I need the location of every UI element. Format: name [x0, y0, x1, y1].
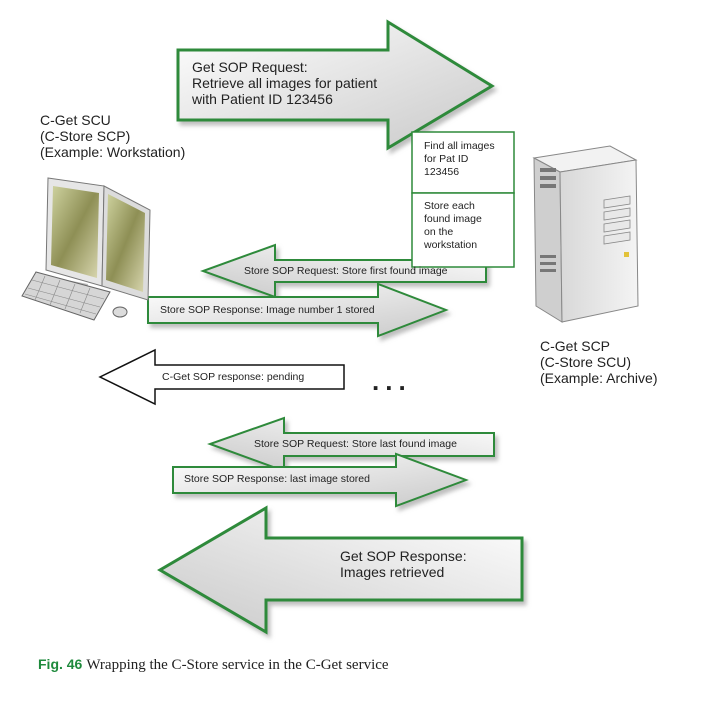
- caption-text: Wrapping the C-Store service in the C-Ge…: [86, 657, 389, 673]
- step-find-box: [411, 131, 515, 194]
- figure-number: Fig. 46: [38, 656, 83, 672]
- step-store-line-4: workstation: [424, 239, 478, 251]
- step-find-line-2: for Pat ID: [424, 153, 469, 165]
- workstation-icon: [21, 177, 151, 321]
- store-response-last-label: Store SOP Response: last image stored: [184, 473, 370, 485]
- get-request-line-3: with Patient ID 123456: [192, 91, 333, 107]
- server-icon: [532, 145, 639, 323]
- step-find-label: Find all images for Pat ID 123456: [424, 140, 495, 179]
- store-request-first-label: Store SOP Request: Store first found ima…: [244, 265, 448, 277]
- get-request-arrow: [176, 19, 495, 151]
- scp-line-3: (Example: Archive): [540, 370, 658, 386]
- scu-label: C-Get SCU (C-Store SCP) (Example: Workst…: [40, 112, 185, 160]
- step-store-line-3: on the: [424, 226, 454, 238]
- pending-label: C-Get SOP response: pending: [162, 371, 305, 383]
- scp-label: C-Get SCP (C-Store SCU) (Example: Archiv…: [540, 338, 657, 386]
- step-store-box: [411, 192, 515, 268]
- step-store-line-1: Store each: [424, 200, 475, 212]
- get-response-line-2: Images retrieved: [340, 564, 445, 580]
- get-response-arrow: [157, 505, 524, 635]
- get-request-line-1: Get SOP Request:: [192, 59, 308, 75]
- get-response-label: Get SOP Response: Images retrieved: [340, 548, 467, 580]
- store-request-last-label: Store SOP Request: Store last found imag…: [254, 438, 457, 450]
- store-response-first-arrow: [147, 282, 449, 338]
- step-store-label: Store each found image on the workstatio…: [424, 200, 482, 252]
- pending-arrow: [98, 348, 345, 406]
- scp-line-2: (C-Store SCU): [540, 354, 632, 370]
- scu-line-1: C-Get SCU: [40, 112, 111, 128]
- store-request-last-arrow: [207, 416, 495, 473]
- scu-line-2: (C-Store SCP): [40, 128, 131, 144]
- get-request-label: Get SOP Request: Retrieve all images for…: [192, 59, 377, 107]
- store-response-first-label: Store SOP Response: Image number 1 store…: [160, 304, 375, 316]
- step-find-line-3: 123456: [424, 166, 460, 178]
- store-request-first-arrow: [200, 243, 487, 299]
- scp-line-1: C-Get SCP: [540, 338, 611, 354]
- ellipsis: ...: [372, 366, 412, 396]
- scu-line-3: (Example: Workstation): [40, 144, 186, 160]
- step-store-line-2: found image: [424, 213, 482, 225]
- store-response-last-arrow: [172, 452, 469, 508]
- get-request-line-2: Retrieve all images for patient: [192, 75, 378, 91]
- step-find-line-1: Find all images: [424, 140, 495, 152]
- get-response-line-1: Get SOP Response:: [340, 548, 467, 564]
